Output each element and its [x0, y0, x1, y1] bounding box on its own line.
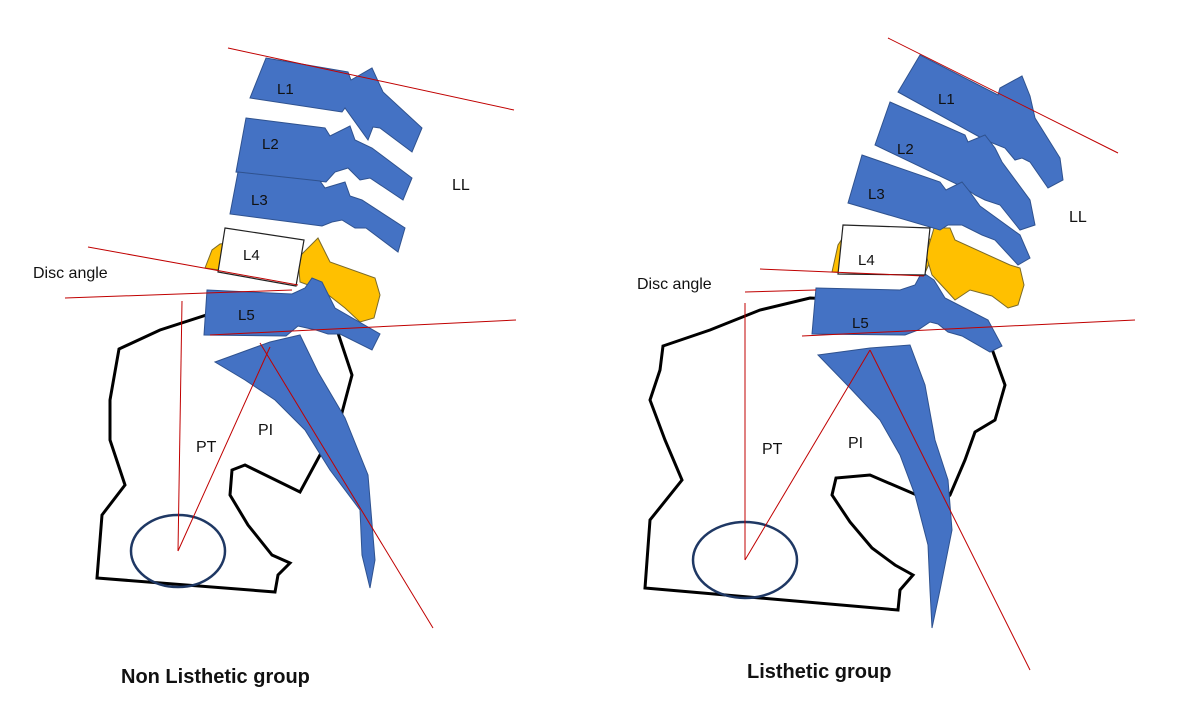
label-pt: PT — [196, 439, 217, 456]
label-disc-angle: Disc angle — [637, 276, 712, 293]
panel-listhetic: L1 L2 L3 L4 L5 LL Disc angle PT PI Listh… — [637, 37, 1136, 683]
label-l4: L4 — [858, 252, 875, 269]
l5-disc-line — [64, 289, 293, 299]
caption-non-listhetic: Non Listhetic group — [121, 666, 310, 688]
l1-endplate-line — [227, 47, 515, 111]
panel-non-listhetic: L1 L2 L3 L4 L5 LL Disc angle PT PI Non L… — [33, 47, 517, 688]
l5-disc-line — [744, 289, 817, 293]
label-l4: L4 — [243, 247, 260, 264]
label-pi: PI — [258, 422, 273, 439]
pi-perpendicular-line — [869, 349, 1031, 671]
femoral-head — [129, 513, 227, 589]
s1-endplate-line — [209, 319, 517, 336]
l5-vertebra — [203, 277, 381, 351]
sacrum — [213, 334, 376, 589]
pelvis-outline — [643, 296, 1007, 612]
label-l5: L5 — [852, 315, 869, 332]
label-disc-angle: Disc angle — [33, 265, 108, 282]
pt-hip-line — [744, 349, 871, 561]
sacrum — [816, 344, 953, 629]
l4-vertebra — [217, 227, 305, 287]
l1-endplate-line — [887, 37, 1119, 154]
label-l2: L2 — [262, 136, 279, 153]
l3-vertebra — [847, 154, 1031, 266]
l4-vertebra — [837, 224, 931, 276]
s1-endplate-line — [801, 319, 1136, 337]
label-l3: L3 — [868, 186, 885, 203]
label-ll: LL — [1069, 209, 1087, 226]
label-ll: LL — [452, 177, 470, 194]
label-l3: L3 — [251, 192, 268, 209]
pt-vertical-line — [177, 300, 183, 552]
label-l5: L5 — [238, 307, 255, 324]
l5-vertebra — [811, 271, 1003, 353]
label-pt: PT — [762, 441, 783, 458]
l2-vertebra — [235, 117, 413, 201]
l3-vertebra — [229, 171, 406, 253]
label-l1: L1 — [938, 91, 955, 108]
label-l2: L2 — [897, 141, 914, 158]
pi-perpendicular-line — [259, 342, 434, 629]
l4-disc-line — [759, 268, 925, 277]
l1-vertebra — [249, 57, 423, 153]
label-l1: L1 — [277, 81, 294, 98]
l4-disc-line — [87, 246, 299, 286]
caption-listhetic: Listhetic group — [747, 661, 891, 683]
l4-posterior-element — [925, 227, 1025, 309]
pt-hip-line — [177, 346, 271, 552]
label-pi: PI — [848, 435, 863, 452]
